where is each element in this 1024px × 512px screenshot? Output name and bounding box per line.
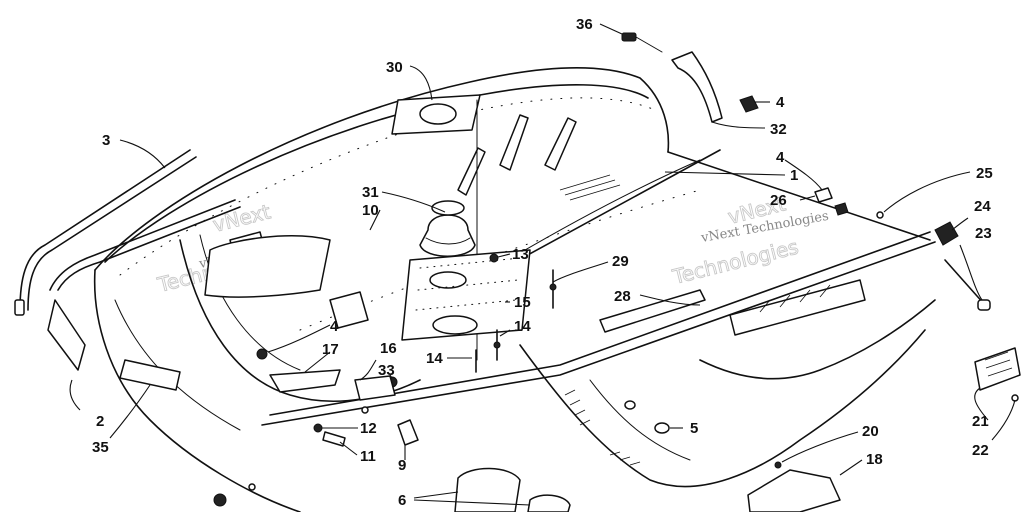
label-18: 18 [866,451,883,468]
label-33: 33 [378,362,395,379]
label-4-top: 4 [776,94,785,111]
label-6: 6 [398,492,406,509]
trim-strip-3 [14,149,197,316]
label-25: 25 [976,165,993,182]
label-4-mid: 4 [776,149,785,166]
label-15: 15 [514,294,531,311]
label-35: 35 [92,439,109,456]
label-23: 23 [975,225,992,242]
label-36: 36 [576,16,593,33]
label-14-lower: 14 [426,350,443,367]
label-30: 30 [386,59,403,76]
label-31: 31 [362,184,379,201]
label-22: 22 [972,442,989,459]
label-20: 20 [862,423,879,440]
label-12: 12 [360,420,377,437]
label-29: 29 [612,253,629,270]
bracket-17 [256,348,398,401]
bracket-18 [747,461,841,512]
label-11: 11 [360,448,376,465]
mount-plate-15 [401,249,531,341]
label-14-upper: 14 [514,318,531,335]
label-10: 10 [362,202,379,219]
plate-21 [974,347,1021,402]
label-13: 13 [512,246,529,263]
label-17: 17 [322,341,339,358]
label-21: 21 [972,413,989,430]
label-4-left: 4 [330,318,339,335]
label-32: 32 [770,121,787,138]
grommet-5 [624,400,670,434]
callout-labels: 36 30 4 32 3 4 1 25 26 24 31 10 13 23 29… [92,16,993,509]
hardware-lower-left [313,406,419,447]
label-26: 26 [770,192,787,209]
plate-30 [391,94,481,361]
boot-31 [419,200,476,257]
watermark-vnext-left: vNext [210,199,273,236]
reflector-35 [119,359,181,391]
latch-6 [213,467,571,512]
watermark-tech-right: Technologies [669,234,800,289]
label-2: 2 [96,413,104,430]
label-16: 16 [380,340,397,357]
label-9: 9 [398,457,406,474]
bracket-32 [671,51,759,123]
pins [475,253,557,373]
bolt-36 [621,32,663,53]
label-1: 1 [790,167,798,184]
label-24: 24 [974,198,991,215]
trim-strip-2 [47,199,241,371]
leader-lines [69,23,1016,506]
label-28: 28 [614,288,631,305]
label-5: 5 [690,420,698,437]
label-3: 3 [102,132,110,149]
hardware-right [814,187,991,311]
